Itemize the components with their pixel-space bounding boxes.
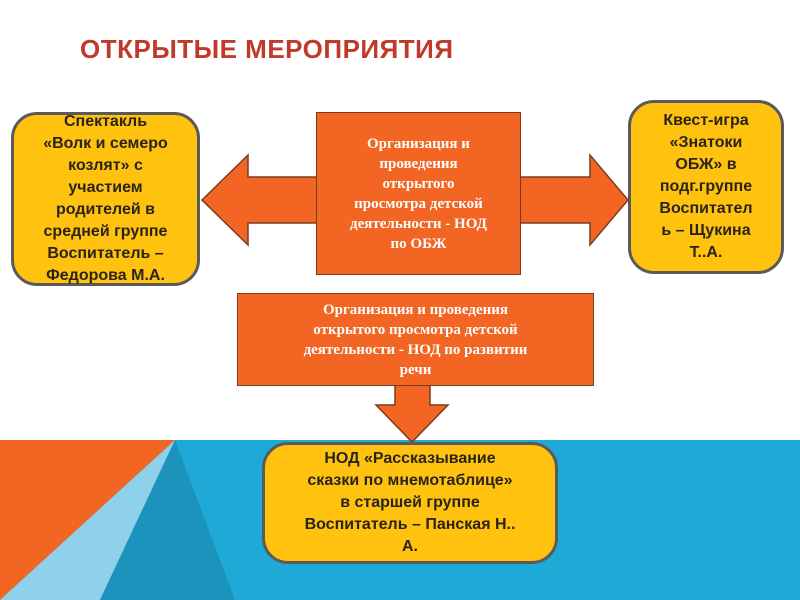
slide-title: ОТКРЫТЫЕ МЕРОПРИЯТИЯ	[80, 34, 454, 64]
down-arrow	[374, 384, 450, 444]
bottom-event-text: НОД «Рассказывание сказки по мнемотаблиц…	[304, 450, 516, 555]
bottom-left-light-triangle	[0, 440, 175, 600]
center-mid-box: Организация и проведения открытого просм…	[237, 293, 594, 386]
bottom-left-shadow-triangle	[100, 440, 235, 600]
center-top-text: Организация и проведения открытого просм…	[350, 135, 487, 252]
center-top-box: Организация и проведения открытого просм…	[316, 112, 521, 275]
right-event-box: Квест-игра «Знатоки ОБЖ» в подг.группе В…	[628, 100, 784, 274]
center-mid-text: Организация и проведения открытого просм…	[303, 301, 528, 378]
left-event-box: Спектакль «Волк и семеро козлят» с участ…	[11, 112, 200, 286]
left-event-text: Спектакль «Волк и семеро козлят» с участ…	[43, 113, 168, 284]
bottom-event-box: НОД «Рассказывание сказки по мнемотаблиц…	[262, 442, 558, 564]
right-event-text: Квест-игра «Знатоки ОБЖ» в подг.группе В…	[659, 112, 753, 261]
